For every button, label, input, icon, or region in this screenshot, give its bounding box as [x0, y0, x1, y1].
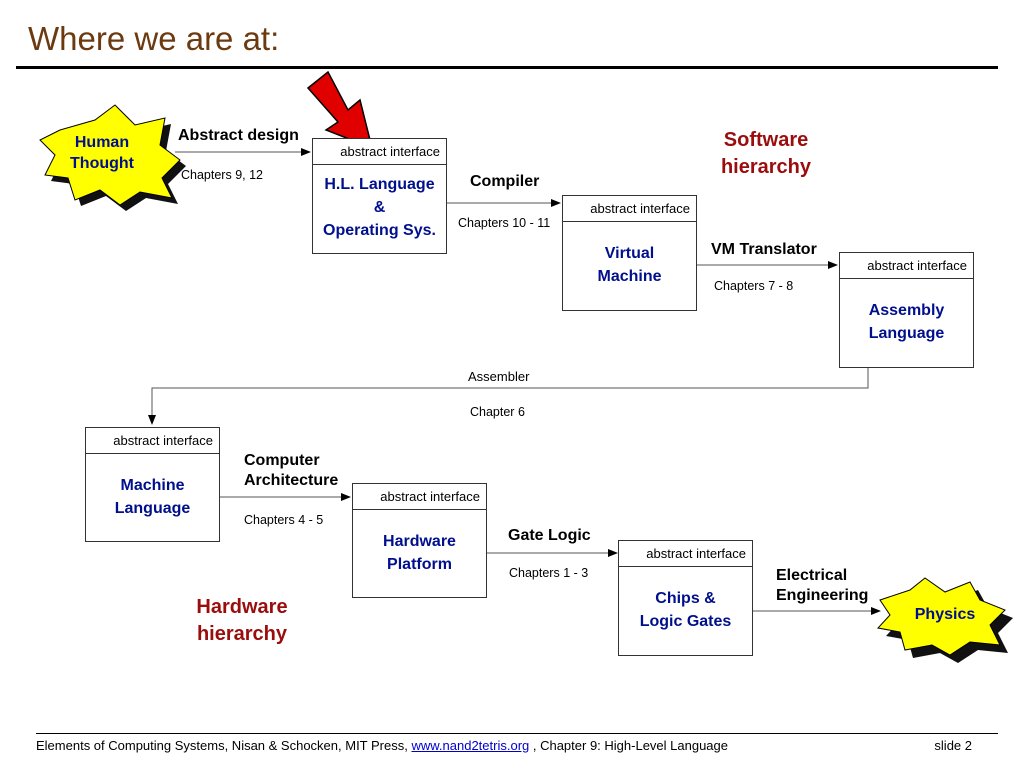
- hl-language-box: abstract interface H.L. Language & Opera…: [312, 138, 447, 254]
- human-thought-burst: [39, 104, 181, 206]
- footer-citation: Elements of Computing Systems, Nisan & S…: [36, 738, 728, 753]
- assembly-language-text: Assembly Language: [868, 302, 945, 342]
- chapters-4-5: Chapters 4 - 5: [244, 513, 324, 527]
- abstract-interface-label: abstract interface: [86, 428, 219, 454]
- pointer-arrow: [306, 70, 374, 150]
- vm-translator-label: VM Translator: [711, 241, 817, 258]
- virtual-machine-box: abstract interface Virtual Machine: [562, 195, 697, 311]
- chips-logic-gates-text: Chips & Logic Gates: [639, 590, 732, 630]
- footer-link[interactable]: www.nand2tetris.org: [411, 738, 530, 753]
- hl-language-text: H.L. Language & Operating Sys.: [323, 176, 436, 239]
- slide-title: Where we are at:: [28, 20, 280, 57]
- computer-architecture-label: Computer Architecture: [244, 452, 339, 489]
- chapters-10-11: Chapters 10 - 11: [458, 216, 551, 230]
- hardware-hierarchy-label: Hardware hierarchy: [196, 596, 288, 645]
- footer-rule: [36, 733, 998, 734]
- abstract-interface-label: abstract interface: [840, 253, 973, 279]
- chapters-1-3: Chapters 1 - 3: [509, 566, 589, 580]
- virtual-machine-text: Virtual Machine: [597, 245, 662, 285]
- abstract-interface-label: abstract interface: [619, 541, 752, 567]
- gate-logic-label: Gate Logic: [508, 527, 591, 544]
- abstract-interface-label: abstract interface: [313, 139, 446, 165]
- assembler-label: Assembler: [468, 369, 530, 384]
- footer-text-before: Elements of Computing Systems, Nisan & S…: [36, 738, 412, 753]
- software-hierarchy-label: Software hierarchy: [720, 129, 812, 178]
- chapters-7-8: Chapters 7 - 8: [714, 279, 794, 293]
- machine-language-box: abstract interface Machine Language: [85, 427, 220, 542]
- footer-text-after: , Chapter 9: High-Level Language: [529, 738, 728, 753]
- compiler-label: Compiler: [470, 173, 540, 190]
- chips-logic-gates-box: abstract interface Chips & Logic Gates: [618, 540, 753, 656]
- physics-text: Physics: [914, 606, 976, 623]
- physics-burst: [877, 577, 1006, 656]
- hardware-platform-text: Hardware Platform: [383, 533, 456, 573]
- chapter-6: Chapter 6: [470, 405, 525, 419]
- abstract-interface-label: abstract interface: [353, 484, 486, 510]
- machine-language-text: Machine Language: [114, 477, 191, 517]
- abstract-interface-label: abstract interface: [563, 196, 696, 222]
- chapters-9-12: Chapters 9, 12: [181, 168, 263, 182]
- electrical-engineering-label: Electrical Engineering: [776, 567, 869, 604]
- hardware-platform-box: abstract interface Hardware Platform: [352, 483, 487, 598]
- human-thought-text: Human Thought: [70, 134, 134, 172]
- slide-number: slide 2: [934, 738, 972, 753]
- title-underline: [16, 66, 998, 69]
- assembly-language-box: abstract interface Assembly Language: [839, 252, 974, 368]
- abstract-design-label: Abstract design: [178, 127, 299, 144]
